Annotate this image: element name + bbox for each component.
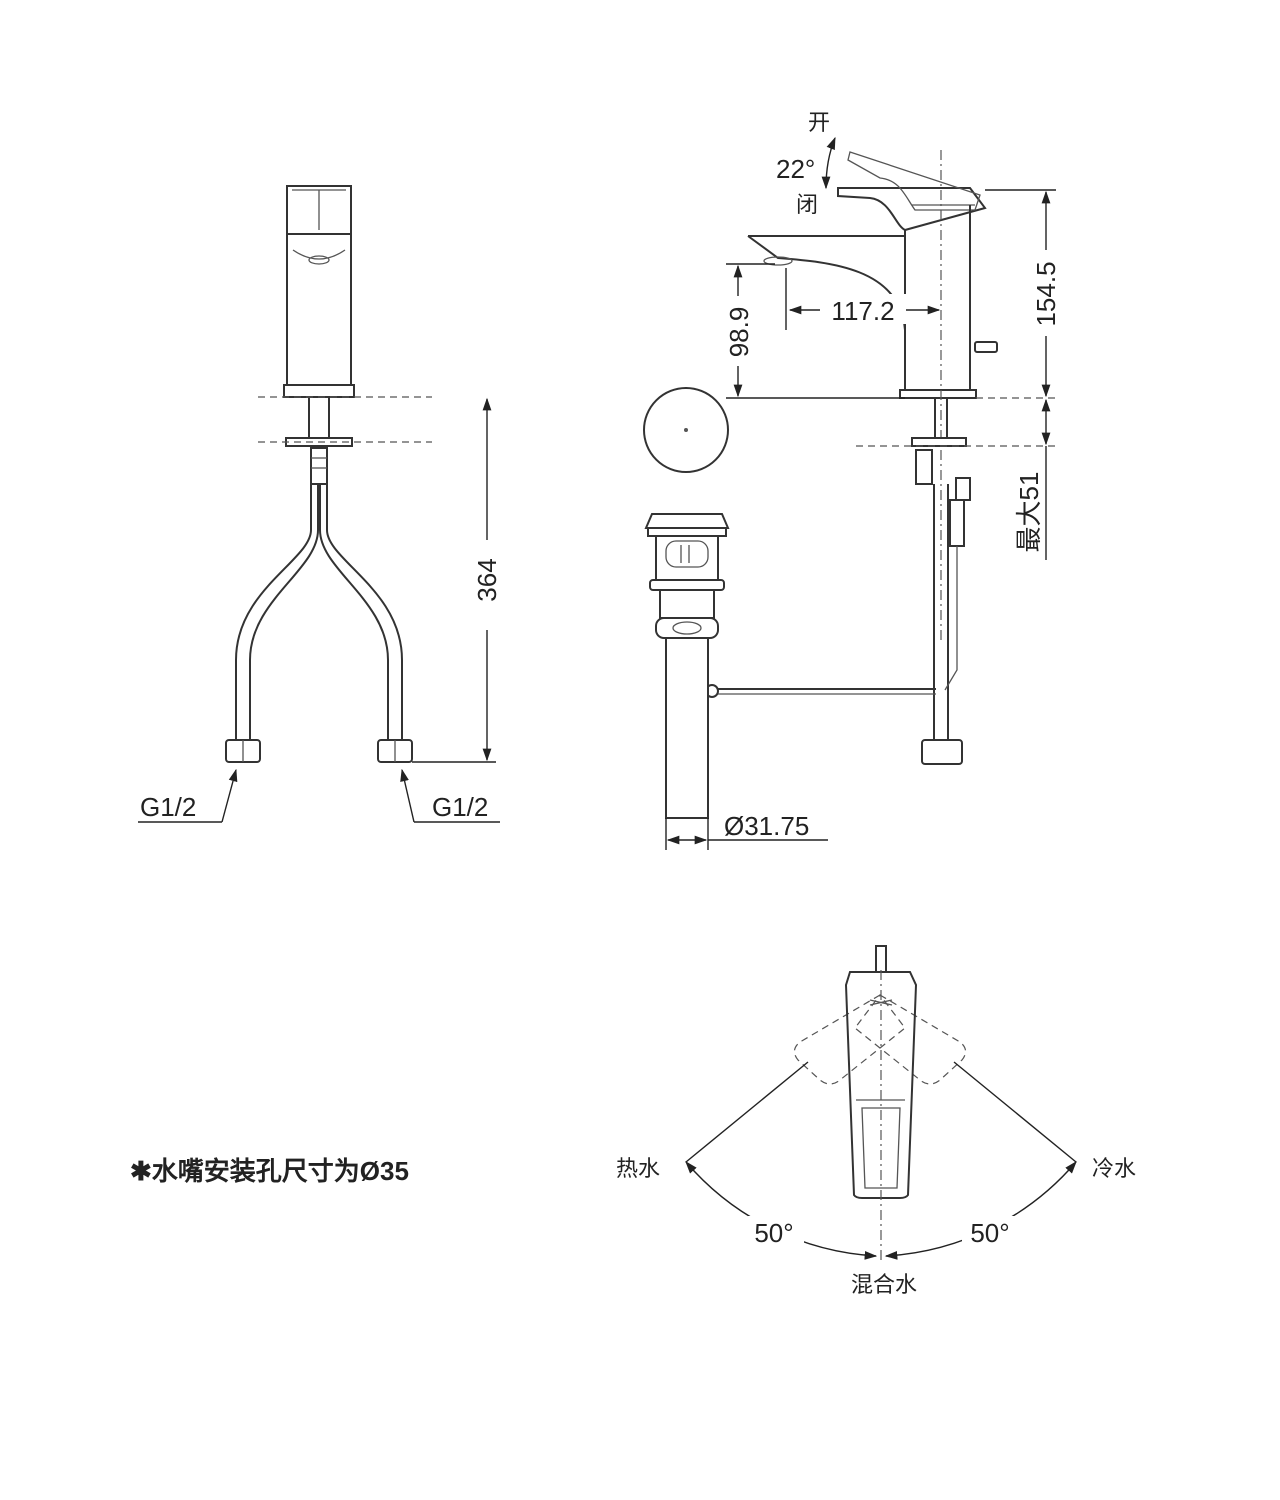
spout-height-dimension: 98.9 — [724, 264, 754, 398]
total-height-label: 154.5 — [1031, 261, 1061, 326]
connection-right-label: G1/2 — [432, 792, 488, 822]
hot-angle-label: 50° — [754, 1218, 793, 1248]
mixed-water-label: 混合水 — [851, 1272, 917, 1297]
drain-cap-top — [643, 387, 729, 473]
open-label: 开 — [808, 110, 830, 135]
spout-height-label: 98.9 — [724, 307, 754, 358]
connection-left-label: G1/2 — [140, 792, 196, 822]
cold-angle-label: 50° — [970, 1218, 1009, 1248]
reach-dimension: 117.2 — [785, 268, 941, 330]
drain-diameter-label: Ø31.75 — [724, 811, 809, 841]
handle-angle-annotation: 开 22° 闭 — [776, 110, 836, 217]
front-supply-hoses — [225, 397, 413, 763]
front-faucet-body — [283, 185, 355, 398]
top-handle-cold-position — [854, 994, 967, 1085]
total-height-dimension: 154.5 — [1030, 190, 1062, 398]
reach-dimension-label: 117.2 — [831, 296, 894, 326]
connection-leader-right: G1/2 — [400, 768, 500, 823]
side-supply-lines — [911, 398, 971, 765]
handle-angle-label: 22° — [776, 154, 815, 184]
hot-water-label: 热水 — [616, 1156, 660, 1181]
cold-water-label: 冷水 — [1092, 1156, 1136, 1181]
swing-angle-arcs: 50° 50° — [685, 1061, 1077, 1260]
pop-up-drain: Ø31.75 — [644, 513, 828, 850]
top-handle-hot-position — [793, 994, 906, 1085]
top-view: 50° 50° 热水 冷水 混合水 — [616, 945, 1136, 1297]
side-handle — [837, 151, 987, 232]
install-hole-note: ✱水嘴安装孔尺寸为Ø35 — [130, 1156, 409, 1186]
close-label: 闭 — [796, 192, 818, 217]
max-thickness-dimension: 最大51 — [1014, 398, 1051, 560]
front-height-dimension: 364 — [412, 397, 502, 763]
max-thickness-label: 最大51 — [1014, 472, 1044, 553]
height-dimension-label: 364 — [472, 558, 502, 601]
side-view: 开 22° 闭 117.2 98.9 154.5 — [643, 110, 1062, 850]
front-view: 364 G1/2 G1/2 — [138, 185, 502, 823]
connection-leader-left: G1/2 — [138, 768, 238, 823]
